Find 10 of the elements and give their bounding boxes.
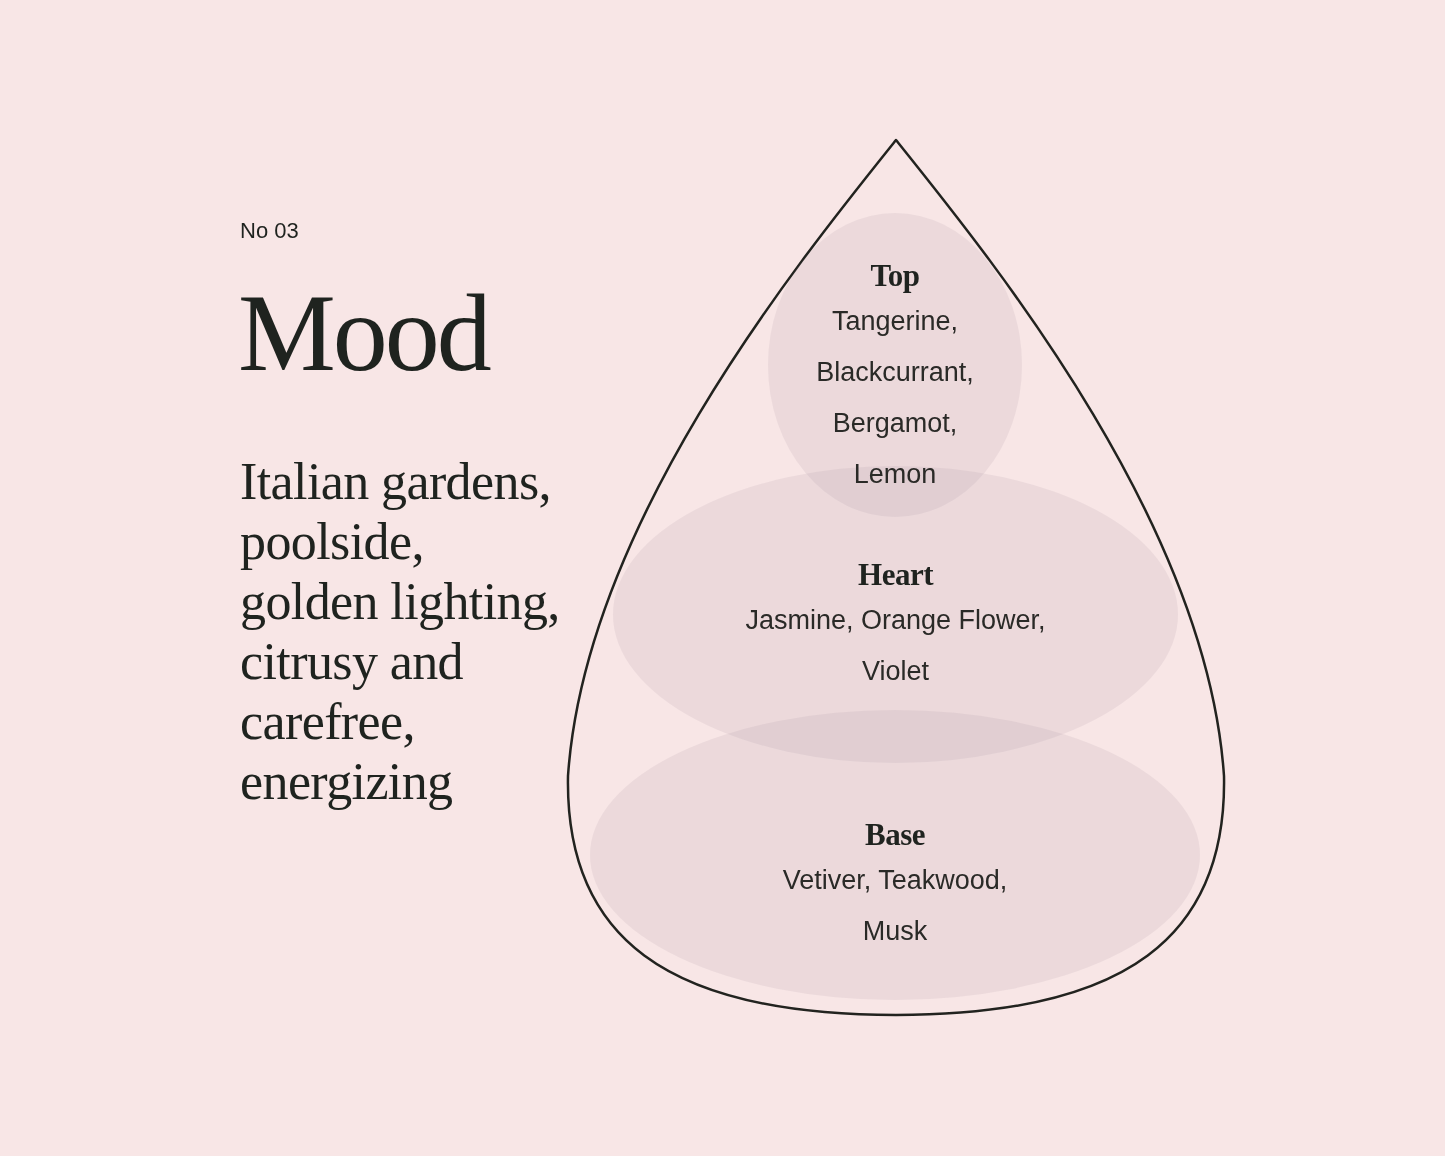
note-list: Vetiver, Teakwood, Musk — [755, 855, 1035, 957]
tier-heading: Base — [865, 816, 925, 854]
note-list: Jasmine, Orange Flower, Violet — [710, 595, 1081, 697]
page-title: Mood — [238, 278, 489, 388]
tier-heading: Top — [870, 257, 920, 295]
tier-heading: Heart — [858, 556, 933, 594]
note-list: Tangerine, Blackcurrant, Bergamot, Lemon — [795, 296, 995, 500]
issue-number: No 03 — [240, 217, 299, 245]
mood-description: Italian gardens, poolside, golden lighting, citrusy and carefree, energizing — [240, 452, 561, 812]
teardrop-outline — [565, 136, 1227, 1018]
